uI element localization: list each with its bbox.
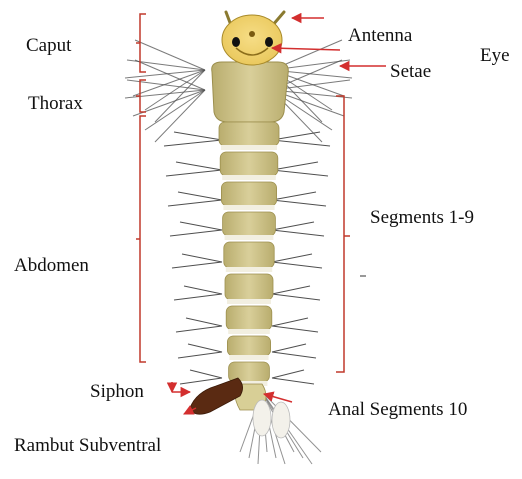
siphon <box>190 378 243 414</box>
segment-band <box>221 145 277 150</box>
seta-hair <box>272 230 324 236</box>
seta-hair <box>164 140 222 146</box>
thorax-segment <box>212 62 289 122</box>
abdominal-segment <box>227 336 270 356</box>
seta-hair <box>174 294 222 300</box>
abdominal-segment <box>223 212 276 236</box>
seta-hair <box>145 90 205 130</box>
eye-spot <box>265 37 273 47</box>
segments-label: Segments 1-9 <box>370 208 474 227</box>
seta-hair <box>145 70 205 110</box>
segment-band <box>222 175 276 180</box>
segment-band <box>223 205 274 210</box>
seta-hair <box>178 352 222 358</box>
abdominal-segment <box>224 242 274 268</box>
seta-hair <box>166 170 222 176</box>
abdominal-segment <box>219 122 279 146</box>
segment-band <box>227 299 271 304</box>
seta-hair <box>272 170 328 176</box>
abdomen-bracket <box>140 116 146 362</box>
antenna-label: Antenna <box>348 26 412 45</box>
abdominal-segment <box>221 182 276 206</box>
head-spot <box>249 31 255 37</box>
seta-hair <box>184 286 222 294</box>
seta-hair <box>272 294 320 300</box>
seta-hair <box>272 286 310 294</box>
siphon-label: Siphon <box>90 382 144 401</box>
seta-hair <box>178 192 222 200</box>
eye-label: Eye <box>480 46 510 65</box>
seta-hair <box>180 378 222 384</box>
seta-hair <box>176 326 222 332</box>
thorax-label: Thorax <box>28 94 83 113</box>
seta-hair <box>190 370 222 378</box>
seta-hair <box>272 254 312 262</box>
segment-band <box>226 267 272 272</box>
seta-hair <box>170 230 222 236</box>
eye-arrow <box>272 48 340 50</box>
eye-spot <box>232 37 240 47</box>
seta-hair <box>272 200 326 206</box>
seta-hair <box>180 222 222 230</box>
seta-hair <box>182 254 222 262</box>
seta-hair <box>176 162 222 170</box>
seta-hair <box>174 132 222 140</box>
segment-band <box>228 329 270 334</box>
abdominal-segment <box>225 274 273 300</box>
segment-band <box>229 355 268 360</box>
seta-hair <box>272 344 306 352</box>
seta-hair <box>272 318 308 326</box>
seta-hair <box>188 344 222 352</box>
seta-hair <box>272 192 316 200</box>
seta-hair <box>272 222 314 230</box>
seta-hair <box>272 162 318 170</box>
seta-hair <box>172 262 222 268</box>
seta-hair <box>186 318 222 326</box>
seta-hair <box>272 370 304 378</box>
seta-hair <box>272 326 318 332</box>
caput-label: Caput <box>26 36 71 55</box>
segments-bracket <box>336 96 344 372</box>
seta-hair <box>272 378 314 384</box>
seta-hair <box>168 200 222 206</box>
rambut-subventral-label: Rambut Subventral <box>14 436 161 455</box>
seta-hair <box>272 262 322 268</box>
abdominal-segment <box>220 152 278 176</box>
anal-papilla <box>253 400 271 436</box>
setae-label: Setae <box>390 62 431 81</box>
seta-hair <box>272 352 316 358</box>
abdomen-label: Abdomen <box>14 256 89 275</box>
anal-papilla <box>272 402 290 438</box>
segment-band <box>225 235 274 240</box>
abdominal-segment <box>226 306 272 330</box>
anal-segments-label: Anal Segments 10 <box>328 400 467 419</box>
seta-hair <box>155 70 205 122</box>
head-capsule <box>222 15 282 65</box>
